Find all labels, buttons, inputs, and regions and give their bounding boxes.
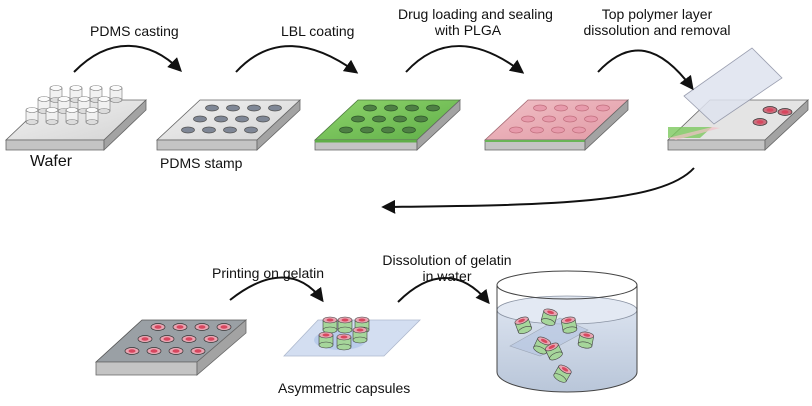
peeled-slab bbox=[667, 47, 810, 151]
label-pdms-stamp: PDMS stamp bbox=[160, 155, 243, 171]
drug-core bbox=[163, 337, 171, 341]
pillar bbox=[65, 107, 79, 125]
drug-core bbox=[172, 349, 180, 353]
drug-core bbox=[756, 120, 764, 124]
label-dissolution-line1: Dissolution of gelatin bbox=[382, 252, 512, 268]
pillar bbox=[97, 96, 111, 114]
capsule bbox=[318, 331, 334, 349]
well bbox=[572, 126, 586, 134]
label-top-layer-line2: dissolution and removal bbox=[583, 22, 731, 38]
well bbox=[247, 104, 261, 112]
label-dissolution: Dissolution of gelatin in water bbox=[370, 252, 524, 284]
well bbox=[533, 104, 547, 112]
well bbox=[393, 115, 407, 123]
label-drug-loading-line2: with PLGA bbox=[434, 22, 502, 38]
well bbox=[181, 126, 195, 134]
well bbox=[372, 115, 386, 123]
drug-core bbox=[207, 337, 215, 341]
well bbox=[363, 104, 377, 112]
well bbox=[521, 115, 535, 123]
drug-core bbox=[198, 325, 206, 329]
well bbox=[554, 104, 568, 112]
well bbox=[235, 115, 249, 123]
well bbox=[339, 126, 353, 134]
drug-core bbox=[185, 337, 193, 341]
well bbox=[223, 126, 237, 134]
pillar bbox=[89, 85, 103, 103]
capsule bbox=[540, 308, 558, 326]
capsule bbox=[352, 326, 368, 344]
coated-wells bbox=[339, 104, 440, 134]
lbl-coated-slab bbox=[313, 99, 462, 151]
label-top-layer-line1: Top polymer layer bbox=[601, 6, 713, 22]
capsule bbox=[577, 331, 594, 349]
well bbox=[542, 115, 556, 123]
drug-core bbox=[766, 108, 774, 112]
mold-capsules bbox=[124, 323, 232, 355]
label-lbl-coating: LBL coating bbox=[281, 23, 355, 39]
well bbox=[426, 104, 440, 112]
well bbox=[205, 104, 219, 112]
well bbox=[381, 126, 395, 134]
exposed-capsules bbox=[752, 106, 793, 126]
label-printing-on-gelatin: Printing on gelatin bbox=[212, 265, 325, 281]
well bbox=[405, 104, 419, 112]
well bbox=[402, 126, 416, 134]
wafer-slab bbox=[5, 99, 147, 151]
capsule bbox=[561, 316, 578, 334]
well bbox=[509, 126, 523, 134]
well bbox=[193, 115, 207, 123]
capsule bbox=[545, 342, 563, 361]
capsule bbox=[336, 333, 352, 351]
well bbox=[244, 126, 258, 134]
drug-core bbox=[220, 325, 228, 329]
well bbox=[268, 104, 282, 112]
asymmetric-capsules bbox=[318, 316, 370, 351]
pillar bbox=[25, 107, 39, 125]
well bbox=[351, 115, 365, 123]
well bbox=[575, 104, 589, 112]
label-wafer: Wafer bbox=[30, 153, 73, 170]
drug-core bbox=[781, 110, 789, 114]
well bbox=[584, 115, 598, 123]
well bbox=[214, 115, 228, 123]
label-top-layer: Top polymer layer dissolution and remova… bbox=[572, 6, 742, 38]
pillar bbox=[109, 85, 123, 103]
well bbox=[384, 104, 398, 112]
label-drug-loading: Drug loading and sealing with PLGA bbox=[398, 6, 553, 38]
label-drug-loading-line1: Drug loading and sealing bbox=[398, 6, 553, 22]
well bbox=[414, 115, 428, 123]
stamp-wells bbox=[181, 104, 282, 134]
label-pdms-casting: PDMS casting bbox=[90, 23, 179, 39]
drug-core bbox=[128, 349, 136, 353]
drug-core bbox=[176, 325, 184, 329]
wafer-pillars bbox=[25, 85, 123, 125]
capsule bbox=[553, 364, 572, 383]
pillar bbox=[85, 107, 99, 125]
pillar bbox=[45, 107, 59, 125]
well bbox=[226, 104, 240, 112]
well bbox=[596, 104, 610, 112]
well bbox=[256, 115, 270, 123]
drug-core bbox=[154, 325, 162, 329]
capsule bbox=[514, 316, 532, 334]
label-dissolution-line2: in water bbox=[422, 268, 472, 284]
well bbox=[530, 126, 544, 134]
capsule bbox=[337, 316, 353, 334]
loaded-wells bbox=[509, 104, 610, 134]
drug-core bbox=[194, 349, 202, 353]
label-asymmetric-capsules: Asymmetric capsules bbox=[278, 380, 411, 396]
well bbox=[360, 126, 374, 134]
well bbox=[202, 126, 216, 134]
capsule bbox=[322, 316, 338, 334]
drug-core bbox=[150, 349, 158, 353]
drug-core bbox=[141, 337, 149, 341]
well bbox=[551, 126, 565, 134]
step-arrows-top bbox=[73, 44, 695, 305]
well bbox=[563, 115, 577, 123]
dispersed-capsules bbox=[514, 308, 594, 383]
